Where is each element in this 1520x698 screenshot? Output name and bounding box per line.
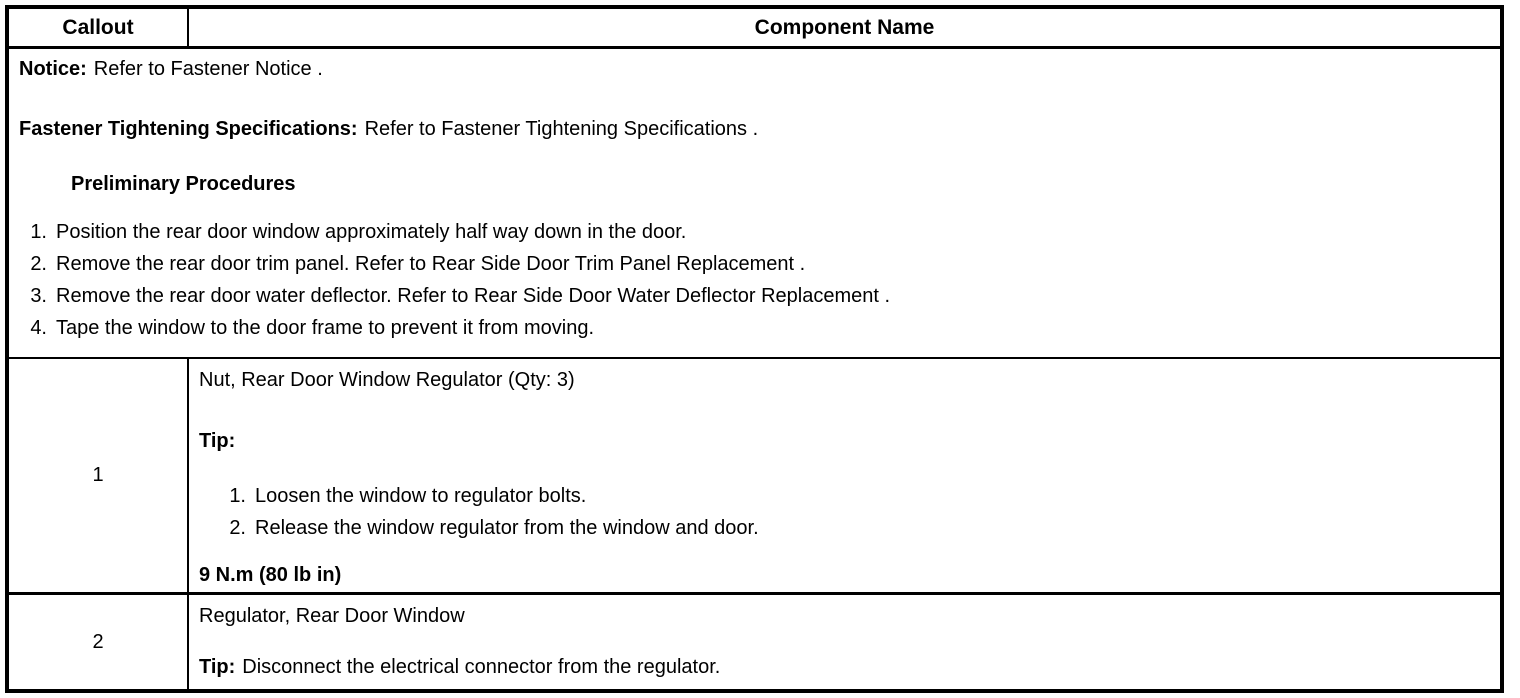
callout-row-2: 2 Regulator, Rear Door Window Tip: Discon… — [9, 595, 1500, 689]
callout-number: 2 — [92, 630, 104, 653]
step-text: Release the window regulator from the wi… — [255, 517, 759, 539]
component-name-column-header-label: Component Name — [754, 15, 935, 39]
component-cell: Regulator, Rear Door Window Tip: Disconne… — [189, 595, 1500, 689]
tip-line: Tip: Disconnect the electrical connector … — [199, 655, 1488, 679]
callout-number: 1 — [92, 464, 104, 486]
component-name: Nut, Rear Door Window Regulator (Qty: 3) — [199, 369, 575, 391]
fastener-spec-label: Fastener Tightening Specifications: — [19, 118, 358, 140]
preliminary-step: 1. Position the rear door window approxi… — [19, 216, 1488, 248]
step-number: 2. — [30, 253, 47, 275]
callout-row-1: 1 Nut, Rear Door Window Regulator (Qty: … — [9, 359, 1500, 595]
step-text: Remove the rear door trim panel. Refer t… — [56, 253, 806, 275]
fastener-spec-text: Refer to Fastener Tightening Specificati… — [364, 118, 759, 140]
component-name-column-header: Component Name — [189, 9, 1500, 46]
callout-number-cell: 2 — [9, 595, 189, 689]
step-number: 2. — [229, 517, 246, 539]
tip-label: Tip: — [199, 430, 236, 452]
callout-number-cell: 1 — [9, 359, 189, 592]
component-table: Callout Component Name Notice: Refer to F… — [5, 5, 1504, 693]
step-number: 1. — [229, 485, 246, 507]
fastener-spec-paragraph: Fastener Tightening Specifications: Refer… — [19, 117, 1488, 141]
preliminary-step: 3. Remove the rear door water deflector.… — [19, 280, 1488, 312]
notice-label: Notice: — [19, 58, 87, 80]
notice-text: Refer to Fastener Notice . — [93, 58, 323, 80]
step-text: Tape the window to the door frame to pre… — [56, 317, 595, 339]
preliminary-procedures-title: Preliminary Procedures — [71, 173, 296, 195]
tip-line: Tip: — [199, 429, 1488, 453]
tip-step: 2. Release the window regulator from the… — [218, 512, 1488, 544]
step-number: 3. — [30, 285, 47, 307]
preliminary-step: 4. Tape the window to the door frame to … — [19, 312, 1488, 344]
tip-step: 1. Loosen the window to regulator bolts. — [218, 480, 1488, 512]
callout-column-header: Callout — [9, 9, 189, 46]
step-text: Loosen the window to regulator bolts. — [255, 485, 587, 507]
preliminary-steps-list: 1. Position the rear door window approxi… — [19, 216, 1488, 344]
component-name: Regulator, Rear Door Window — [199, 605, 465, 627]
notice-paragraph: Notice: Refer to Fastener Notice . — [19, 57, 1488, 81]
tip-steps-list: 1. Loosen the window to regulator bolts.… — [218, 480, 1488, 544]
table-header-row: Callout Component Name — [9, 9, 1500, 49]
step-text: Remove the rear door water deflector. Re… — [56, 285, 891, 307]
callout-column-header-label: Callout — [62, 15, 134, 39]
torque-spec: 9 N.m (80 lb in) — [199, 564, 342, 586]
preliminary-step: 2. Remove the rear door trim panel. Refe… — [19, 248, 1488, 280]
tip-text: Disconnect the electrical connector from… — [242, 656, 721, 678]
step-number: 1. — [30, 221, 47, 243]
preamble-cell: Notice: Refer to Fastener Notice . Fasten… — [9, 49, 1500, 359]
step-text: Position the rear door window approximat… — [56, 221, 687, 243]
step-number: 4. — [30, 317, 47, 339]
tip-label: Tip: — [199, 656, 236, 678]
component-cell: Nut, Rear Door Window Regulator (Qty: 3)… — [189, 359, 1500, 592]
